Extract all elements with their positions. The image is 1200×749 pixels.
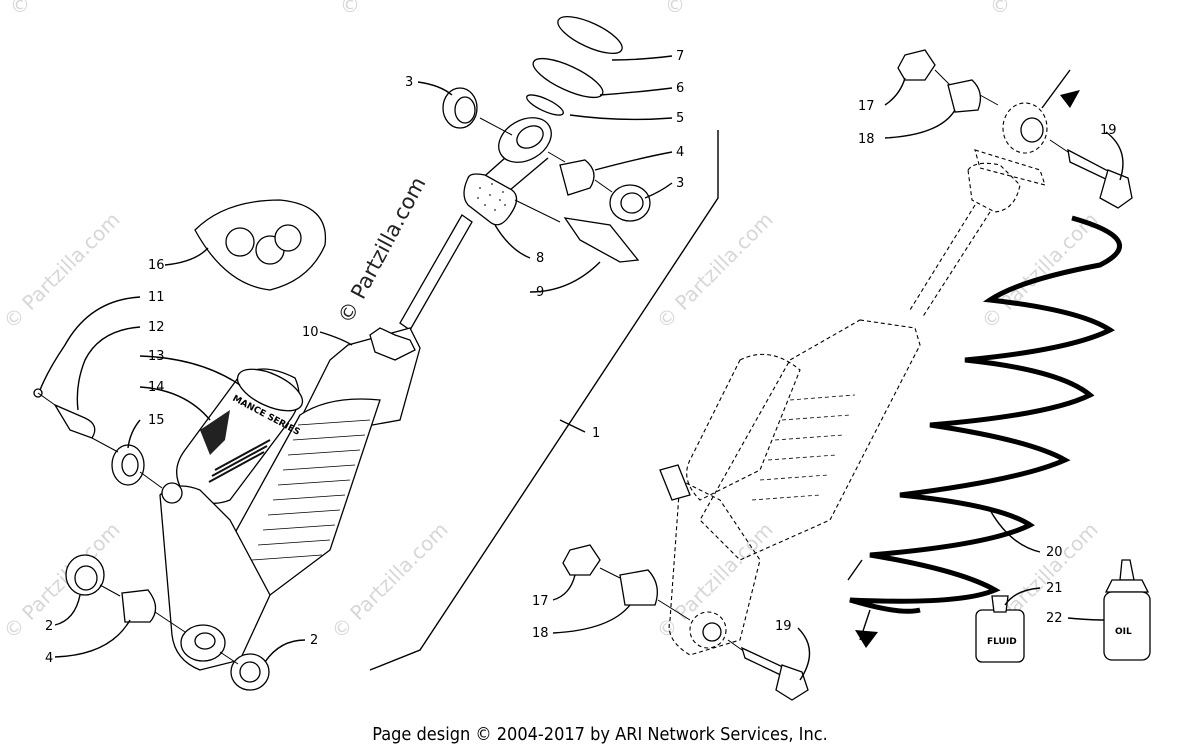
- callout-2: 2: [45, 619, 53, 634]
- rib-lines: [251, 419, 371, 561]
- page-footer: Page design © 2004-2017 by ARI Network S…: [372, 724, 828, 745]
- assembly-bracket: [369, 130, 719, 671]
- part-21-fluid-bottle: FLUID: [975, 595, 1025, 663]
- spring-seat: [369, 327, 416, 361]
- direction-arrows: [847, 69, 1080, 648]
- part-6-plate: [532, 57, 604, 99]
- part-3-bore: [454, 96, 476, 124]
- reservoir-dashed: [686, 353, 801, 501]
- watermark-faint: ©: [340, 0, 360, 17]
- arrow-top: [1060, 90, 1080, 108]
- part-4-sleeve-lower: [121, 589, 157, 623]
- callout-16: 16: [148, 258, 165, 273]
- part-20-spring: [849, 215, 1122, 614]
- callout-3: 3: [676, 176, 684, 191]
- callout-9: 9: [536, 285, 544, 300]
- upper-eye-bore-right: [1020, 117, 1044, 143]
- part-18-sleeve-bottom: [619, 569, 658, 606]
- valve-knob-right: [659, 464, 691, 501]
- part-4-sleeve: [559, 159, 595, 196]
- part-17-nut-top: [897, 49, 936, 81]
- part-18-sleeve-top: [947, 79, 982, 113]
- callout-10: 10: [302, 325, 319, 340]
- lower-eye-bore: [194, 632, 216, 650]
- callout-15: 15: [148, 413, 165, 428]
- upper-eye-dashed: [1002, 102, 1048, 154]
- alignment-lines-left: [37, 117, 613, 665]
- part-15-bore: [121, 453, 139, 477]
- callout-2: 2: [310, 633, 318, 648]
- callout-4: 4: [676, 145, 684, 160]
- callout-17: 17: [858, 99, 875, 114]
- bump-stop-dashed: [967, 162, 1021, 213]
- callout-13: 13: [148, 349, 165, 364]
- oil-bottle-label: OIL: [1115, 627, 1132, 637]
- callout-5: 5: [676, 111, 684, 126]
- part-22-oil-bottle: OIL: [1103, 559, 1151, 661]
- fluid-bottle-body: [975, 609, 1025, 663]
- part-9-plate: [563, 217, 640, 263]
- left-shock-assembly: MANCE SERIES: [159, 117, 552, 671]
- callout-19: 19: [775, 619, 792, 634]
- shock-shaft: [399, 214, 473, 331]
- part-5-washer: [526, 94, 564, 116]
- callout-22: 22: [1046, 611, 1063, 626]
- fluid-bottle-label: FLUID: [987, 637, 1017, 647]
- part-3-bore-right: [620, 192, 644, 214]
- callout-18: 18: [858, 132, 875, 147]
- callout-14: 14: [148, 380, 165, 395]
- right-shock-assembly: [659, 102, 1048, 656]
- callout-3: 3: [405, 75, 413, 90]
- part-7-cap: [557, 15, 623, 55]
- callout-4: 4: [45, 651, 53, 666]
- oil-bottle-body: [1103, 591, 1151, 661]
- watermark-faint: ©: [10, 0, 30, 17]
- callout-6: 6: [676, 81, 684, 96]
- watermark-faint: © Partzilla.com: [327, 517, 453, 643]
- part-17-nut-bottom: [562, 544, 601, 576]
- body-dashed: [699, 319, 921, 561]
- ribbed-body: [219, 398, 381, 596]
- upper-eye-bore: [516, 125, 544, 149]
- watermark-faint: ©: [990, 0, 1010, 17]
- callout-20: 20: [1046, 545, 1063, 560]
- lower-eye-bore-right: [702, 622, 722, 642]
- part-19-bolt-head-top: [1099, 169, 1133, 209]
- callout-7: 7: [676, 49, 684, 64]
- watermark-faint: ©: [665, 0, 685, 17]
- right-hardware: [562, 49, 1133, 701]
- callout-21: 21: [1046, 581, 1063, 596]
- callouts: 7 6 5 4 3 3 8 9 16 11 12 13 14 15 10 1 2…: [39, 49, 1124, 681]
- reservoir-cap: [236, 368, 304, 412]
- valve-knob: [161, 482, 183, 504]
- callout-17: 17: [532, 594, 549, 609]
- bump-stop: [463, 173, 518, 226]
- callout-1: 1: [592, 426, 600, 441]
- part-12-knob: [53, 403, 96, 439]
- callout-19: 19: [1100, 123, 1117, 138]
- callout-11: 11: [148, 290, 165, 305]
- lower-body-dashed: [668, 479, 761, 656]
- left-hardware: [33, 15, 651, 691]
- callout-8: 8: [536, 251, 544, 266]
- shock-logo: [200, 410, 230, 455]
- callout-12: 12: [148, 320, 165, 335]
- watermark-faint: © Partzilla.com: [0, 517, 125, 643]
- watermark-faint: © Partzilla.com: [0, 207, 125, 333]
- part-19-bolt-head-bottom: [775, 664, 809, 701]
- callout-18: 18: [532, 626, 549, 641]
- arrow-bottom: [855, 630, 878, 648]
